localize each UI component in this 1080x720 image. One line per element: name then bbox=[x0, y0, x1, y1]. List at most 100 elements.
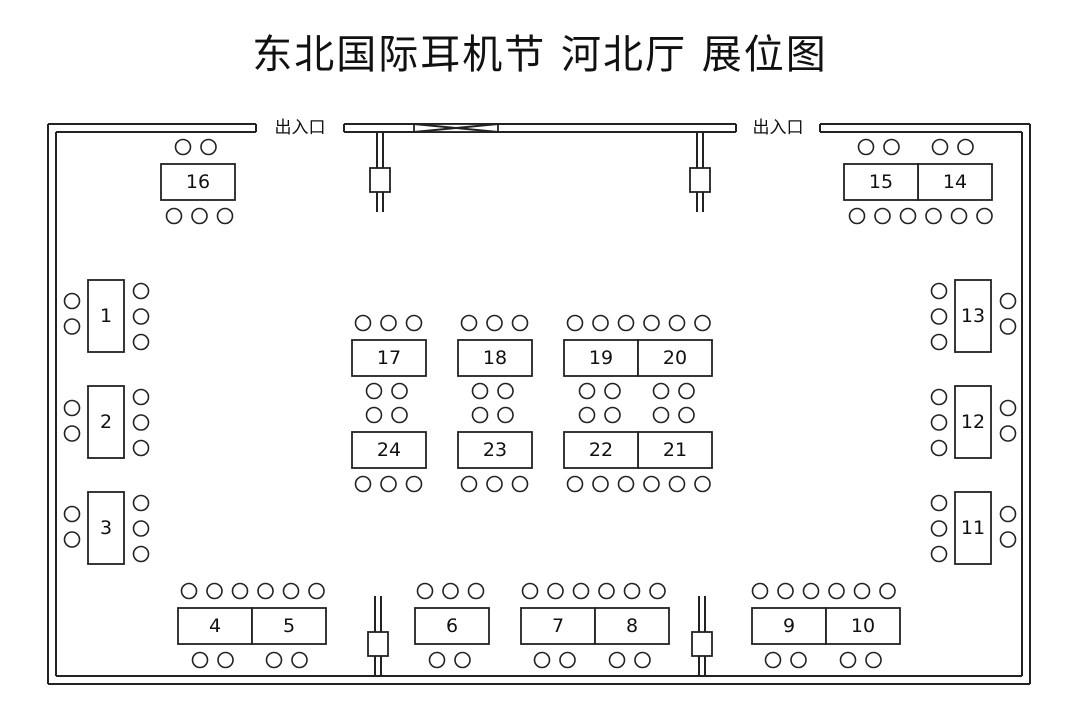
booth-5: 5 bbox=[251, 607, 327, 645]
seat-circle bbox=[63, 425, 81, 442]
booth-1: 1 bbox=[87, 279, 125, 353]
booth-box bbox=[843, 163, 919, 201]
seat-circle bbox=[999, 292, 1017, 310]
booth-label: 19 bbox=[589, 347, 613, 369]
booth-label: 16 bbox=[186, 171, 210, 193]
booth-label: 8 bbox=[626, 615, 638, 637]
booth-16: 16 bbox=[160, 163, 236, 201]
pillar-bottom-left bbox=[367, 596, 389, 676]
page-title: 东北国际耳机节 河北厅 展位图 bbox=[252, 32, 828, 78]
booth-label: 22 bbox=[589, 439, 613, 461]
seat-circle bbox=[533, 651, 551, 669]
seat-circle bbox=[354, 314, 372, 332]
seat-circle bbox=[265, 651, 283, 669]
seat-circle bbox=[883, 138, 900, 156]
seat-circle bbox=[592, 314, 609, 332]
booth-14: 14 bbox=[917, 163, 993, 201]
seat-circle bbox=[217, 651, 234, 669]
seat-circle bbox=[486, 314, 503, 332]
booth-box bbox=[825, 607, 901, 645]
booth-box bbox=[177, 607, 253, 645]
booth-6: 6 bbox=[414, 607, 490, 645]
seat-circle bbox=[231, 582, 249, 600]
booth-23: 23 bbox=[457, 431, 533, 469]
booth-18: 18 bbox=[457, 339, 533, 377]
seat-circle bbox=[848, 207, 866, 225]
seat-circle bbox=[668, 475, 686, 493]
seat-circle bbox=[547, 582, 564, 600]
seat-circle bbox=[132, 520, 150, 537]
seat-circle bbox=[63, 531, 81, 548]
booth-label: 4 bbox=[209, 615, 221, 637]
seat-circle bbox=[623, 582, 641, 600]
booth-24: 24 bbox=[351, 431, 427, 469]
seat-circle bbox=[428, 651, 446, 669]
seat-circle bbox=[165, 207, 183, 225]
seat-circle bbox=[592, 475, 609, 493]
booth-3: 3 bbox=[87, 491, 125, 565]
booth-label: 13 bbox=[961, 305, 985, 327]
booth-label: 9 bbox=[783, 615, 795, 637]
booth-label: 21 bbox=[663, 439, 687, 461]
seat-circle bbox=[365, 382, 383, 400]
booth-17: 17 bbox=[351, 339, 427, 377]
booth-box bbox=[563, 431, 639, 469]
seat-circle bbox=[391, 406, 408, 424]
booth-box bbox=[351, 339, 427, 377]
seat-circle bbox=[63, 399, 81, 417]
seat-circle bbox=[578, 406, 596, 424]
seat-circle bbox=[652, 406, 670, 424]
seat-layer bbox=[63, 138, 1017, 669]
seat-circle bbox=[634, 651, 651, 669]
seat-circle bbox=[853, 582, 871, 600]
seat-circle bbox=[999, 425, 1017, 442]
seat-circle bbox=[63, 505, 81, 523]
booth-label: 7 bbox=[552, 615, 564, 637]
seat-circle bbox=[930, 414, 948, 431]
booth-label: 11 bbox=[961, 517, 985, 539]
booth-box bbox=[637, 431, 713, 469]
booth-8: 8 bbox=[594, 607, 670, 645]
seat-circle bbox=[521, 582, 539, 600]
booth-box bbox=[457, 431, 533, 469]
booth-label: 2 bbox=[100, 411, 112, 433]
seat-circle bbox=[950, 207, 968, 225]
seat-circle bbox=[999, 505, 1017, 523]
seat-circle bbox=[63, 292, 81, 310]
seat-circle bbox=[930, 545, 948, 563]
seat-circle bbox=[957, 138, 974, 156]
booth-2: 2 bbox=[87, 385, 125, 459]
outer-wall bbox=[47, 123, 1031, 685]
seat-circle bbox=[649, 582, 666, 600]
seat-circle bbox=[999, 318, 1017, 335]
seat-circle bbox=[391, 382, 408, 400]
seat-circle bbox=[405, 475, 423, 493]
booth-label: 10 bbox=[851, 615, 875, 637]
pillar-top-right bbox=[689, 132, 711, 212]
booth-4: 4 bbox=[177, 607, 253, 645]
seat-circle bbox=[930, 494, 948, 512]
seat-circle bbox=[486, 475, 503, 493]
booth-box bbox=[351, 431, 427, 469]
booth-label: 18 bbox=[483, 347, 507, 369]
seat-circle bbox=[191, 207, 208, 225]
seat-circle bbox=[467, 582, 485, 600]
booth-box bbox=[87, 385, 125, 459]
booth-15: 15 bbox=[843, 163, 919, 201]
seat-circle bbox=[460, 314, 478, 332]
seat-circle bbox=[828, 582, 845, 600]
seat-circle bbox=[678, 406, 695, 424]
seat-circle bbox=[578, 382, 596, 400]
seat-circle bbox=[604, 406, 621, 424]
seat-circle bbox=[471, 382, 489, 400]
seat-circle bbox=[380, 314, 397, 332]
seat-circle bbox=[132, 439, 150, 457]
seat-circle bbox=[643, 475, 660, 493]
booth-box bbox=[87, 491, 125, 565]
seat-circle bbox=[471, 406, 489, 424]
booth-22: 22 bbox=[563, 431, 639, 469]
booth-label: 12 bbox=[961, 411, 985, 433]
booth-13: 13 bbox=[954, 279, 992, 353]
seat-circle bbox=[132, 494, 150, 512]
